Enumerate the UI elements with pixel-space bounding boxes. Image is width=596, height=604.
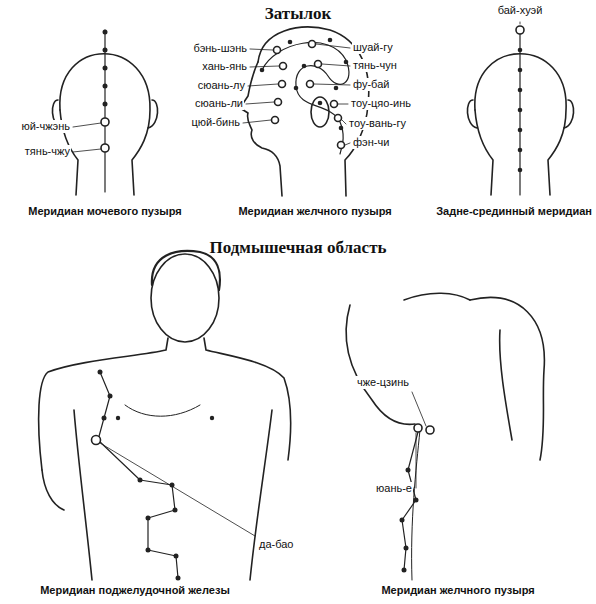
head-side: [240, 27, 369, 196]
point-label: да-бао: [258, 538, 294, 551]
torso-side: [346, 293, 544, 580]
point-label: тоу-вань-гу: [348, 117, 407, 130]
point-label: юань-е: [375, 482, 413, 495]
meridian-caption: Меридиан желчного пузыря: [380, 584, 535, 597]
section-heading: Подмышечная область: [209, 238, 388, 258]
meridian-caption: Меридиан желчного пузыря: [237, 205, 392, 218]
point-label: тянь-чун: [352, 59, 398, 72]
point-label: фу-бай: [352, 78, 390, 91]
point-label: тоу-цяо-инь: [350, 97, 412, 110]
point-label: фэн-чи: [352, 136, 390, 149]
torso-front: [39, 251, 291, 581]
section-heading: Затылок: [264, 4, 333, 24]
point-label: тянь-чжу: [24, 145, 71, 158]
head-back-midline: [467, 22, 573, 195]
point-label: хань-янь: [201, 60, 248, 73]
point-label: сюань-лу: [197, 79, 246, 92]
meridian-caption: Меридиан поджелудочной железы: [39, 584, 231, 597]
meridian-caption: Задне-срединный меридиан: [435, 205, 593, 218]
point-label: бай-хуэй: [497, 4, 544, 17]
point-label: бэнь-шэнь: [192, 42, 248, 55]
head-back: [52, 30, 157, 196]
meridian-caption: Меридиан мочевого пузыря: [27, 205, 182, 218]
point-label: сюань-ли: [194, 97, 244, 110]
point-label: цюй-бинь: [190, 116, 241, 129]
point-label: шуай-гу: [352, 41, 394, 54]
point-label: чже-цзинь: [356, 376, 410, 389]
point-label: юй-чжэнь: [20, 120, 71, 133]
